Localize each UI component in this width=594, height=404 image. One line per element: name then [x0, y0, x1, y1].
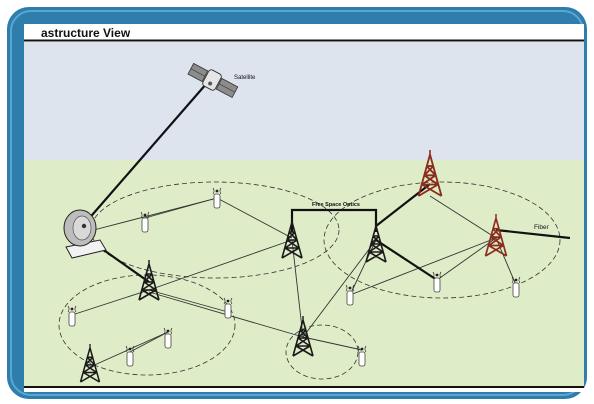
page-title: astructure View — [41, 26, 131, 40]
base-station-icon — [163, 327, 173, 349]
base-station-icon — [432, 271, 442, 293]
link — [291, 239, 304, 338]
satellite-link — [85, 82, 208, 223]
link — [129, 331, 169, 353]
link — [349, 239, 377, 296]
link — [429, 195, 497, 239]
base-station-icon — [67, 305, 77, 327]
ground-region — [24, 160, 584, 386]
base-station-icon — [511, 276, 521, 298]
fiber-link — [495, 228, 571, 240]
thick-link — [97, 245, 150, 283]
link — [302, 336, 363, 351]
base-station-icon — [345, 284, 355, 306]
link — [148, 239, 293, 291]
thick-link — [375, 183, 431, 227]
satellite-label: Satellite — [234, 75, 256, 81]
link — [436, 237, 497, 281]
link — [71, 289, 150, 316]
link — [302, 239, 377, 338]
satellite-dish-icon — [63, 209, 107, 259]
thick-link — [375, 239, 438, 281]
coverage-ellipse-right — [323, 181, 561, 299]
link — [216, 197, 293, 239]
base-station-icon — [212, 187, 222, 209]
link — [144, 197, 218, 219]
base-station-icon — [357, 345, 367, 367]
fiber-label: Fiber — [534, 224, 550, 231]
link — [148, 289, 229, 313]
free-space-optics-label: Free Space Optics — [312, 202, 360, 208]
base-station-icon — [125, 345, 135, 367]
base-station-icon — [140, 211, 150, 233]
sky-region — [24, 42, 584, 160]
base-station-icon — [223, 297, 233, 319]
satellite-icon — [187, 62, 239, 99]
header-bar — [24, 24, 584, 40]
link — [349, 237, 497, 296]
